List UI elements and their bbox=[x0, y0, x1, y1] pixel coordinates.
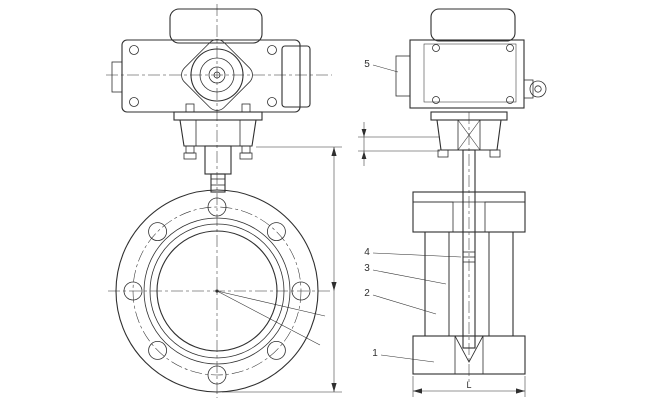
actuator-front bbox=[111, 8, 311, 113]
callout-leader-4 bbox=[372, 252, 462, 258]
bottom-flange-hatched bbox=[482, 335, 526, 375]
bracket-bolt bbox=[241, 103, 251, 113]
stem-side bbox=[462, 149, 476, 349]
corner-screw bbox=[129, 97, 139, 107]
flange-front bbox=[115, 189, 326, 393]
callout-label-4: 4 bbox=[364, 247, 370, 258]
corner-screw bbox=[506, 96, 514, 104]
seat-notch bbox=[454, 335, 484, 363]
callout-label-5: 5 bbox=[364, 59, 370, 70]
stem-front bbox=[204, 145, 232, 193]
dial-ring-mid bbox=[199, 57, 235, 93]
callout-leader-1 bbox=[380, 354, 435, 363]
dial-ring-outer bbox=[190, 48, 244, 102]
callout-label-3: 3 bbox=[364, 263, 370, 274]
corner-screw bbox=[129, 45, 139, 55]
callout-label-1: 1 bbox=[372, 348, 378, 359]
dial-center bbox=[213, 71, 221, 79]
dial-bezel bbox=[181, 39, 253, 111]
nut bbox=[183, 152, 197, 160]
front-height-dimension bbox=[222, 146, 342, 393]
callout-leader-5 bbox=[372, 64, 399, 73]
actuator-left-tab bbox=[111, 61, 123, 93]
housing-inner-detail bbox=[423, 43, 517, 103]
actuator-side bbox=[395, 8, 547, 109]
stud bbox=[241, 145, 251, 154]
callouts: 5 4 3 2 1 bbox=[364, 59, 462, 363]
valve-body-section bbox=[412, 191, 526, 375]
actuator-side-cap bbox=[281, 45, 311, 108]
corner-screw bbox=[432, 96, 440, 104]
bolt-hole bbox=[148, 222, 168, 242]
top-flange-wall-hatched bbox=[412, 201, 454, 233]
stem-shaft bbox=[462, 149, 476, 349]
mounting-bracket-side bbox=[430, 111, 508, 158]
shaft-boss-hatched bbox=[395, 55, 411, 97]
raised-face-outer bbox=[143, 217, 291, 365]
bore bbox=[156, 230, 278, 352]
front-view bbox=[106, 4, 342, 398]
bottom-flange-hatched bbox=[412, 335, 456, 375]
nut bbox=[239, 152, 253, 160]
bracket-plate bbox=[173, 111, 263, 121]
bolt-circle bbox=[132, 206, 302, 376]
corner-screw bbox=[506, 44, 514, 52]
cable-gland bbox=[529, 80, 547, 98]
bolt-hole bbox=[266, 222, 286, 242]
bolt-hole bbox=[207, 197, 227, 217]
side-section-view: L 5 4 3 2 1 bbox=[358, 8, 547, 397]
actuator-dome bbox=[169, 8, 263, 44]
nut bbox=[437, 149, 449, 158]
dim-label-width: L bbox=[466, 380, 471, 390]
corner-screw bbox=[267, 45, 277, 55]
callout-leader-3 bbox=[372, 269, 447, 285]
mounting-bracket-front bbox=[173, 103, 263, 160]
actuator-housing bbox=[121, 39, 301, 113]
bracket-dimension bbox=[358, 122, 440, 166]
raised-face-inner bbox=[149, 223, 285, 359]
bolt-hole bbox=[148, 340, 168, 360]
cable-gland-base bbox=[523, 79, 534, 99]
dial-ring-inner bbox=[208, 66, 226, 84]
corner-screw bbox=[432, 44, 440, 52]
bolt-hole bbox=[207, 365, 227, 385]
bolt-hole bbox=[266, 340, 286, 360]
radius-leader bbox=[216, 290, 321, 346]
body-wall-hatched bbox=[488, 231, 514, 337]
bracket-bolt bbox=[185, 103, 195, 113]
radius-leader bbox=[216, 290, 326, 317]
nut bbox=[489, 149, 501, 158]
bolt-hole bbox=[123, 281, 143, 301]
cable-gland-bore bbox=[534, 85, 542, 93]
callout-leader-2 bbox=[372, 294, 437, 315]
actuator-dome-side bbox=[430, 8, 516, 42]
callout-label-2: 2 bbox=[364, 288, 370, 299]
bolt-hole bbox=[291, 281, 311, 301]
body-width-dimension: L bbox=[412, 376, 526, 397]
bracket-body bbox=[179, 119, 257, 147]
flange-outer bbox=[115, 189, 319, 393]
stud bbox=[185, 145, 195, 154]
corner-screw bbox=[267, 97, 277, 107]
top-flange-wall-hatched bbox=[484, 201, 526, 233]
